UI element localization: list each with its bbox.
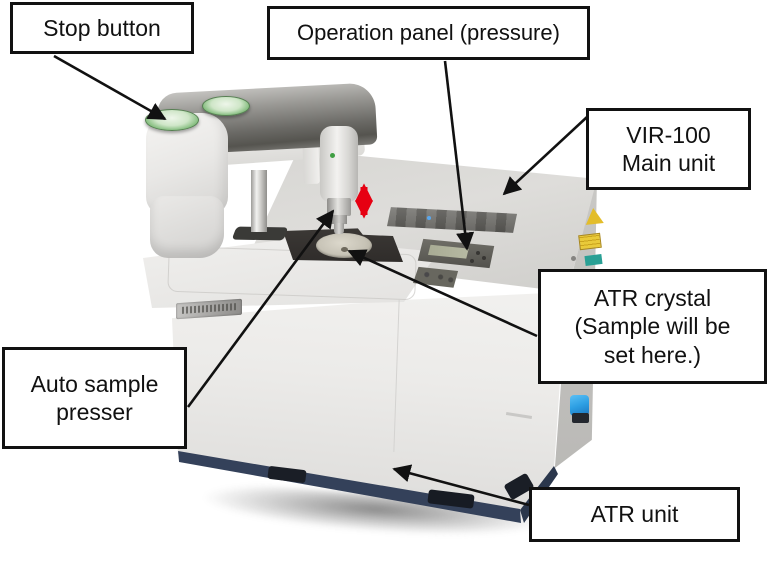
callout-vir-100-main-unit: VIR-100 Main unit — [586, 108, 751, 190]
blue-connector — [570, 395, 589, 416]
atr-crystal-center — [341, 247, 348, 252]
callout-operation-panel: Operation panel (pressure) — [267, 6, 590, 60]
callout-atr-unit-label: ATR unit — [590, 501, 679, 528]
callout-vir-100-main-unit-label: VIR-100 Main unit — [621, 121, 716, 176]
callout-atr-crystal: ATR crystal (Sample will be set here.) — [538, 269, 767, 384]
callout-atr-unit: ATR unit — [529, 487, 740, 542]
presser-tip-lower — [334, 223, 344, 234]
panel-key — [470, 259, 474, 263]
connector-base — [572, 413, 589, 423]
callout-atr-crystal-label: ATR crystal (Sample will be set here.) — [574, 285, 731, 368]
warning-label — [578, 232, 602, 251]
atr-crystal-plate — [316, 233, 372, 258]
presser-head — [320, 126, 358, 202]
panel-key — [476, 251, 480, 255]
presser-tip-upper — [327, 198, 351, 216]
arm-left-head-lower — [150, 196, 224, 258]
callout-stop-button-label: Stop button — [43, 14, 161, 41]
stop-button-rear — [202, 96, 250, 116]
laser-warning-triangle — [584, 207, 604, 225]
arrow-stop-button — [53, 54, 167, 121]
panel-key — [482, 256, 486, 260]
callout-stop-button: Stop button — [10, 2, 194, 54]
callout-auto-sample-presser: Auto sample presser — [2, 347, 187, 449]
presser-led — [330, 153, 335, 158]
presser-tip-middle — [331, 215, 347, 224]
side-teal-marking — [584, 254, 603, 266]
callout-auto-sample-presser-label: Auto sample presser — [30, 370, 159, 425]
arm-support-column — [251, 170, 267, 232]
deck-strip-led — [427, 216, 431, 220]
callout-operation-panel-label: Operation panel (pressure) — [297, 19, 560, 45]
stop-button — [145, 109, 199, 131]
side-screw — [571, 256, 576, 261]
